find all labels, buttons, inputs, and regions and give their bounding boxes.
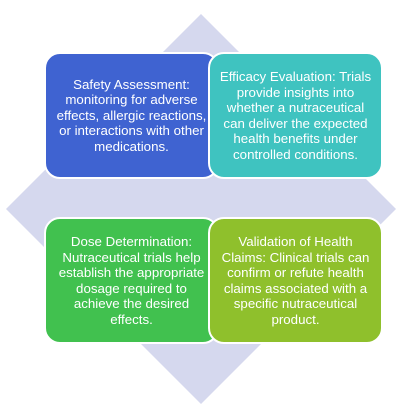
efficacy-evaluation-box: Efficacy Evaluation: Trials provide insi… — [208, 52, 383, 179]
safety-assessment-box: Safety Assessment: monitoring for advers… — [44, 52, 219, 179]
efficacy-evaluation-text: Efficacy Evaluation: Trials provide insi… — [219, 69, 372, 162]
dose-determination-text: Dose Determination: Nutraceutical trials… — [58, 234, 205, 327]
dose-determination-box: Dose Determination: Nutraceutical trials… — [44, 217, 219, 344]
safety-assessment-text: Safety Assessment: monitoring for advers… — [56, 76, 207, 154]
validation-health-claims-text: Validation of Health Claims: Clinical tr… — [221, 234, 370, 327]
validation-health-claims-box: Validation of Health Claims: Clinical tr… — [208, 217, 383, 344]
